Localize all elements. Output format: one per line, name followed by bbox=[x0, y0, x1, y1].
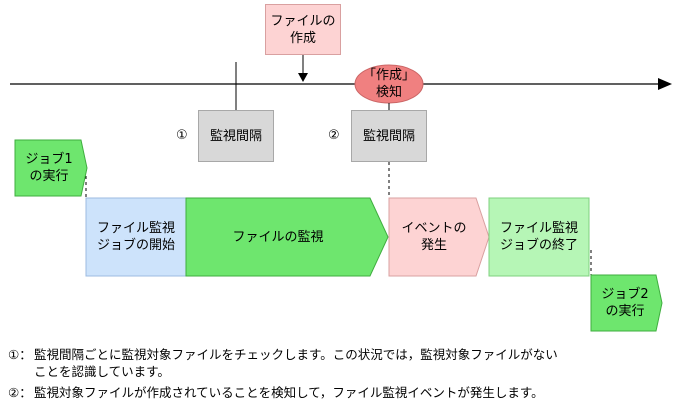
job2-shape bbox=[590, 274, 663, 332]
time-axis-arrowhead bbox=[658, 78, 672, 90]
flow-end-shape bbox=[488, 197, 590, 277]
job1-label: ジョブ1 の実行 bbox=[25, 152, 73, 184]
flow-end-label: ファイル監視 ジョブの終了 bbox=[499, 221, 578, 253]
flow-monitor-label: ファイルの監視 bbox=[232, 229, 324, 245]
note-1-text: 監視間隔ごとに監視対象ファイルをチェックします。この状況では，監視対象ファイルが… bbox=[34, 347, 558, 379]
job1-shape bbox=[14, 139, 88, 197]
interval-2-box: 監視間隔 bbox=[351, 110, 427, 162]
flow-event-shape bbox=[388, 197, 490, 277]
file-creation-box: ファイルの 作成 bbox=[265, 4, 341, 55]
job2-label: ジョブ2 の実行 bbox=[601, 287, 649, 319]
interval-2-marker: ② bbox=[328, 128, 340, 143]
flow-monitor-shape bbox=[185, 197, 389, 277]
interval-1-marker: ① bbox=[176, 128, 188, 143]
note-2-marker: ②： bbox=[8, 385, 32, 400]
flow-event-label: イベントの 発生 bbox=[401, 221, 467, 253]
flow-start-shape bbox=[85, 197, 187, 277]
note-2-text: 監視対象ファイルが作成されていることを検知して，ファイル監視イベントが発生します… bbox=[34, 385, 544, 400]
detect-label: 「作成」 検知 bbox=[362, 68, 415, 100]
interval-1-box: 監視間隔 bbox=[198, 110, 274, 162]
flow-start-label: ファイル監視 ジョブの開始 bbox=[96, 221, 175, 253]
creation-arrowhead bbox=[298, 73, 308, 82]
note-1-marker: ①： bbox=[8, 347, 32, 362]
